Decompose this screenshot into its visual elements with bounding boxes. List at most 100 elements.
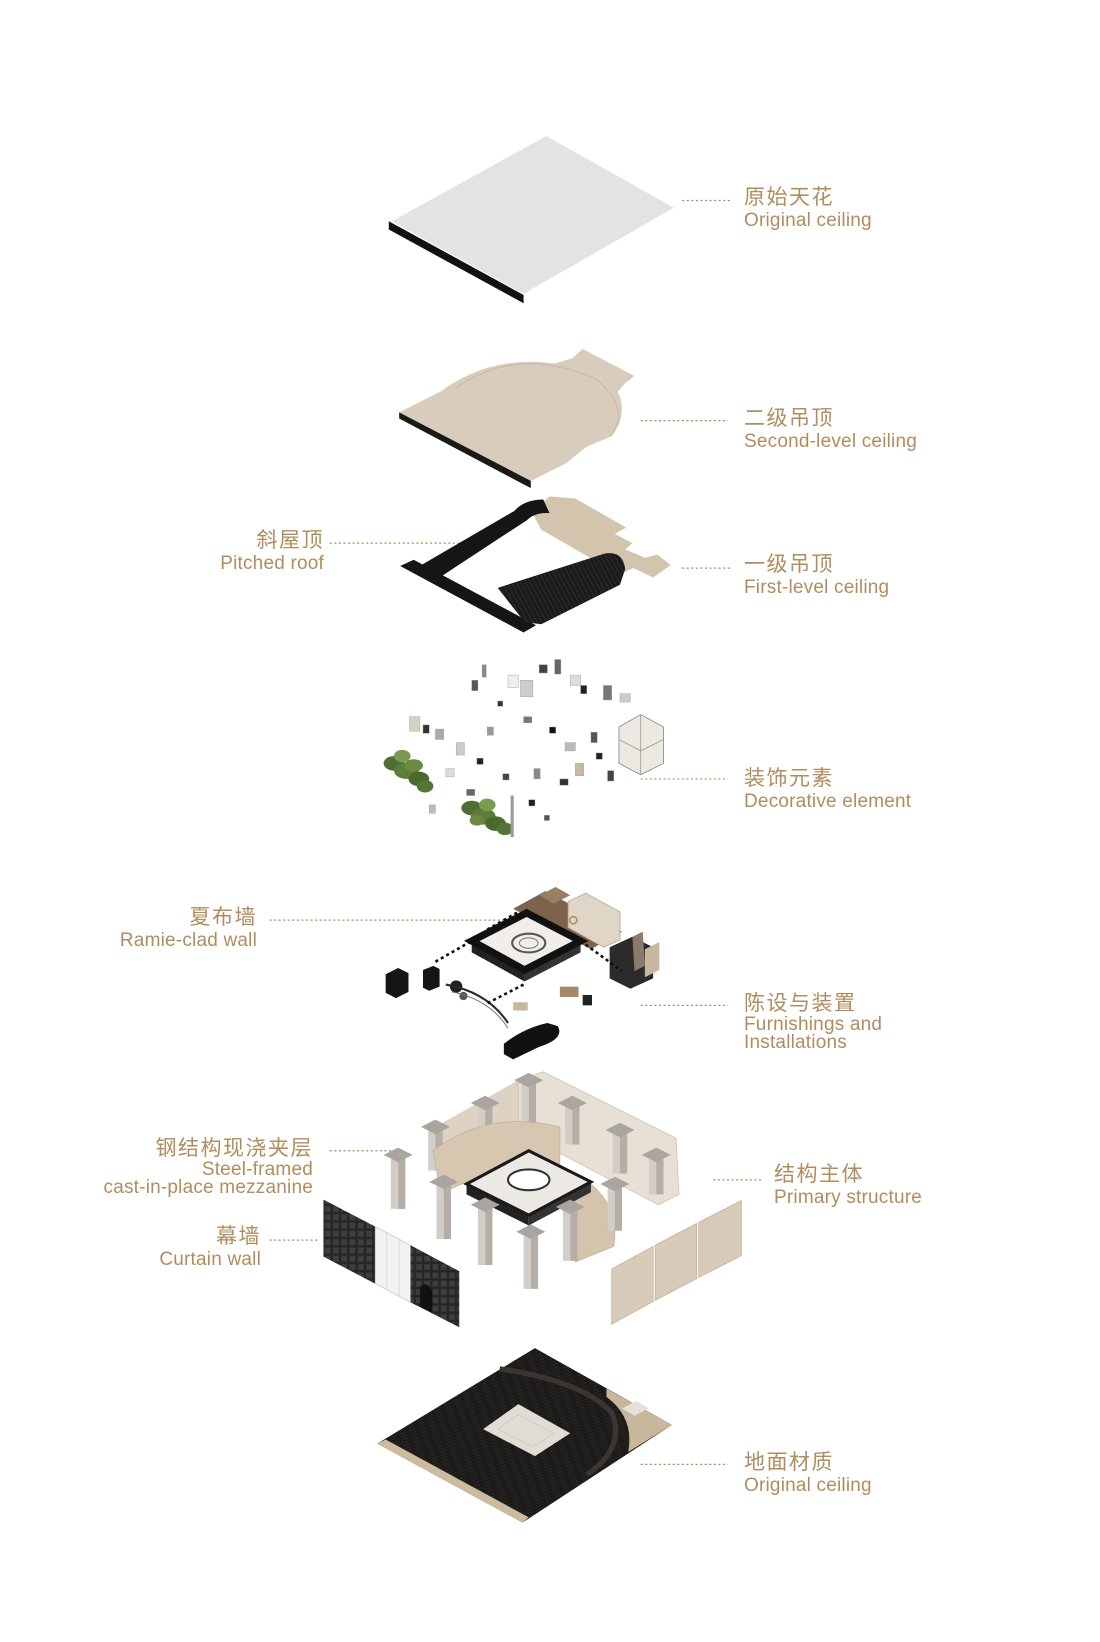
decor-item (590, 731, 598, 743)
label-floor-material: 地面材质 Original ceiling (744, 1449, 872, 1497)
second-level-ceiling-layer (399, 348, 635, 489)
decor-item (409, 716, 421, 732)
column-shaft (523, 1231, 531, 1289)
label-pitched-roof: 斜屋顶 Pitched roof (220, 527, 324, 575)
mezzanine-opening (506, 1168, 551, 1192)
column-shaft (612, 1129, 620, 1174)
curtain-grid-panel-right (410, 1245, 460, 1328)
column (641, 1147, 671, 1195)
mezzanine-side-right (528, 1181, 591, 1226)
ramie-wall-marker (568, 915, 578, 925)
label-en: Pitched roof (220, 553, 324, 574)
decor-item (544, 815, 550, 821)
decor-item (520, 680, 534, 698)
decor-item (429, 804, 436, 814)
decor-item (554, 659, 562, 675)
decor-item (422, 724, 430, 734)
decorative-layer (383, 659, 664, 838)
label-cn: 一级吊顶 (744, 552, 834, 576)
label-cn: 原始天花 (744, 185, 834, 209)
pitched-roof-front-beam (400, 559, 537, 633)
label-en-line-1: Furnishings and (744, 1014, 883, 1035)
pitched-roof-back-beam (412, 499, 550, 578)
curved-railing (445, 983, 509, 1024)
label-cn: 装饰元素 (744, 766, 834, 790)
column-shaft-shadow (530, 1231, 539, 1289)
column-shaft (428, 1126, 436, 1171)
label-en-line-2: Installations (744, 1032, 847, 1053)
floor-beige-corner (606, 1388, 672, 1452)
column-shaft-shadow (656, 1154, 664, 1195)
curtain-grid-panel-left (323, 1199, 376, 1284)
column-shaft (477, 1102, 486, 1145)
decor-item (538, 664, 548, 674)
decor-item (619, 693, 631, 703)
second-ceiling-circle-outline (455, 363, 619, 437)
column-shaft-shadow (398, 1154, 406, 1209)
frame-ring-inner (518, 937, 539, 949)
floor-layer (377, 1348, 672, 1523)
column-cap (600, 1176, 630, 1192)
black-curved-counter (503, 1023, 560, 1060)
label-en: Primary structure (774, 1187, 923, 1208)
black-block-left (385, 967, 409, 999)
decor-item (523, 716, 533, 724)
label-ramie-clad-wall: 夏布墙 Ramie-clad wall (120, 904, 257, 952)
label-original-ceiling: 原始天花 Original ceiling (744, 184, 872, 232)
label-cn: 钢结构现浇夹层 (155, 1136, 313, 1160)
plant-cluster-left (383, 749, 434, 793)
decor-item (502, 773, 510, 781)
columns-front (383, 1147, 630, 1289)
label-cn: 夏布墙 (189, 905, 257, 929)
decor-item (528, 799, 536, 807)
wall-panel-2 (654, 1222, 698, 1301)
label-cn: 二级吊顶 (744, 406, 834, 430)
decor-item (549, 726, 556, 734)
label-cn: 幕墙 (216, 1224, 261, 1248)
curved-railing-inner (451, 991, 509, 1029)
label-cn: 斜屋顶 (256, 528, 324, 552)
decor-item (455, 742, 465, 756)
label-en: First-level ceiling (744, 577, 890, 598)
label-cn: 陈设与装置 (744, 991, 857, 1015)
decor-item (471, 680, 479, 691)
decor-item (487, 726, 494, 736)
column-shaft (565, 1102, 573, 1145)
label-cn: 地面材质 (744, 1450, 834, 1474)
ramie-wall-light-panel (567, 892, 621, 948)
label-en: Decorative element (744, 791, 912, 812)
decor-item (603, 685, 612, 701)
column-shaft (477, 1204, 486, 1265)
ramie-wall-wood (539, 886, 571, 904)
label-first-level-ceiling: 一级吊顶 First-level ceiling (744, 551, 889, 599)
column-shaft (390, 1154, 399, 1209)
decor-item (607, 770, 614, 782)
decor-item (476, 757, 484, 765)
original-ceiling-layer (388, 136, 674, 304)
black-block-mid (422, 965, 440, 991)
decor-item (435, 728, 444, 740)
column-shaft-shadow (619, 1129, 628, 1174)
wall-panel-3 (698, 1199, 742, 1279)
column-shaft (607, 1183, 615, 1231)
first-ceiling-plate (531, 496, 671, 578)
column-shaft-shadow (485, 1204, 493, 1265)
column-cap (383, 1147, 413, 1163)
decor-item (564, 742, 576, 752)
column-shaft (521, 1080, 529, 1127)
column-cap (516, 1224, 546, 1240)
column-cap (420, 1119, 450, 1135)
column (383, 1147, 413, 1209)
column-shaft-shadow (528, 1080, 537, 1127)
label-en-line-1: Steel-framed (201, 1159, 313, 1180)
second-ceiling-edge (399, 412, 531, 489)
chain-barriers (434, 910, 623, 1005)
decor-item (580, 685, 588, 694)
decor-item (575, 763, 584, 777)
column-cap (641, 1147, 671, 1163)
floor-center-square (483, 1404, 571, 1457)
furnishings-layer (385, 886, 660, 1060)
bench (513, 1002, 528, 1011)
label-en: Ramie-clad wall (119, 930, 257, 951)
decor-item (595, 752, 603, 760)
